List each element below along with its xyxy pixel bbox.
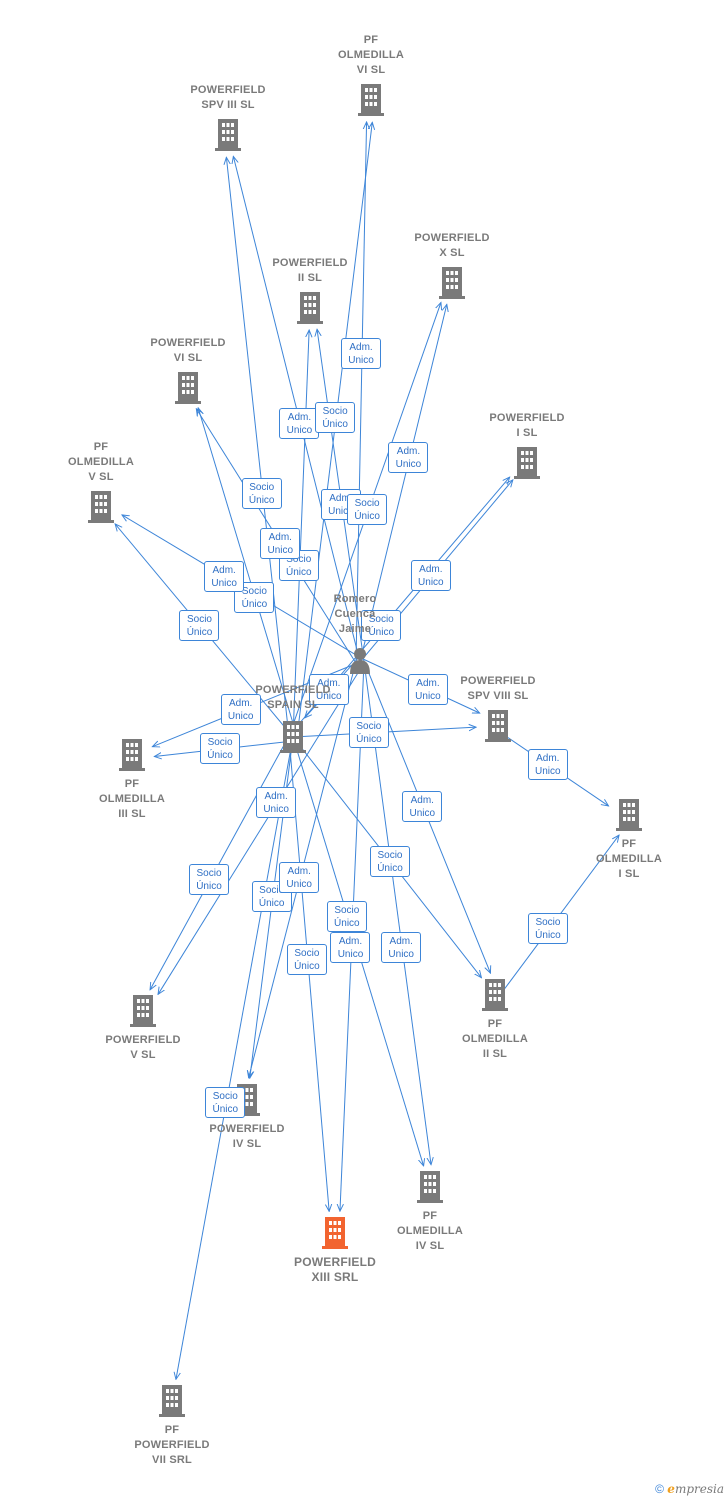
- node-label-pf1[interactable]: POWERFIELD I SL: [489, 412, 565, 439]
- node-label-olm5[interactable]: PF OLMEDILLA V SL: [68, 441, 134, 483]
- edge-label-person-pf10[interactable]: Adm. Unico: [388, 442, 429, 474]
- node-label-pf4[interactable]: POWERFIELD IV SL: [209, 1123, 285, 1150]
- building-icon-spain[interactable]: [280, 721, 306, 753]
- edge-label-spain-pf5[interactable]: Socio Único: [189, 864, 229, 896]
- edge-spain-pf2: [292, 330, 309, 738]
- edge-label-person-spv8[interactable]: Adm. Unico: [407, 673, 448, 705]
- node-label-person[interactable]: Romero Cuenca Jaime: [333, 593, 377, 635]
- node-label-olm4[interactable]: PF OLMEDILLA IV SL: [397, 1210, 463, 1252]
- edge-label-spain-olm4[interactable]: Socio Único: [326, 901, 367, 933]
- building-icon-olm4[interactable]: [417, 1171, 443, 1203]
- edge-spain-pf7: [176, 736, 294, 1379]
- node-label-spain[interactable]: POWERFIELD SPAIN SL: [255, 684, 331, 711]
- building-icon-olm1[interactable]: [616, 799, 642, 831]
- brand-footer: © empresia: [655, 1482, 724, 1496]
- building-icon-pf7[interactable]: [159, 1385, 185, 1417]
- node-label-pf10[interactable]: POWERFIELD X SL: [414, 232, 490, 259]
- edge-label-spain-pf13[interactable]: Socio Único: [286, 944, 327, 976]
- person-icon[interactable]: [350, 648, 370, 674]
- edge-label-spain-olm6[interactable]: Socio Único: [315, 401, 356, 433]
- node-label-pf5[interactable]: POWERFIELD V SL: [105, 1034, 181, 1061]
- building-icon-olm5[interactable]: [88, 491, 114, 523]
- node-label-olm1[interactable]: PF OLMEDILLA I SL: [596, 838, 662, 880]
- building-icon-olm3[interactable]: [119, 739, 145, 771]
- edge-label-spv8-olm1[interactable]: Adm. Unico: [527, 749, 568, 781]
- node-label-spv3[interactable]: POWERFIELD SPV III SL: [190, 84, 266, 111]
- node-label-spv8[interactable]: POWERFIELD SPV VIII SL: [460, 675, 536, 702]
- edge-label-person-spain[interactable]: Adm. Unico: [308, 673, 349, 705]
- edge-person-pf10: [359, 304, 447, 663]
- building-icon-pf13[interactable]: [322, 1217, 348, 1249]
- edge-label-person-pf4[interactable]: Adm. Unico: [279, 861, 320, 893]
- edge-spain-spv3: [226, 157, 290, 738]
- edge-label-person-olm2[interactable]: Adm. Unico: [402, 791, 443, 823]
- edge-label-person-olm6[interactable]: Adm. Unico: [341, 338, 382, 370]
- edge-label-spain-pf1[interactable]: Socio Único: [361, 610, 402, 642]
- building-icon-spv8[interactable]: [485, 710, 511, 742]
- node-label-olm6[interactable]: PF OLMEDILLA VI SL: [338, 34, 404, 76]
- edge-label-olm2-olm1[interactable]: Socio Único: [527, 913, 568, 945]
- edge-label-spain-pf7[interactable]: Socio Único: [205, 1087, 246, 1119]
- building-icon-olm2[interactable]: [482, 979, 508, 1011]
- edge-label-spain-spv3[interactable]: Socio Único: [241, 477, 282, 509]
- edge-label-person-olm5[interactable]: Adm. Unico: [204, 560, 245, 592]
- node-label-pf7[interactable]: PF POWERFIELD VII SRL: [134, 1424, 210, 1466]
- building-icon-pf6[interactable]: [175, 372, 201, 404]
- node-label-pf2[interactable]: POWERFIELD II SL: [272, 257, 348, 284]
- node-label-pf13[interactable]: POWERFIELD XIII SRL: [294, 1255, 376, 1284]
- edge-label-person-pf1[interactable]: Adm. Unico: [410, 560, 451, 592]
- edge-person-olm6: [355, 122, 367, 662]
- brand-logo-text: mpresia: [674, 1482, 724, 1496]
- copyright-icon: ©: [655, 1482, 664, 1496]
- edge-label-spain-olm5[interactable]: Socio Único: [179, 610, 220, 642]
- building-icon-olm6[interactable]: [358, 84, 384, 116]
- building-icon-pf10[interactable]: [439, 267, 465, 299]
- building-icon-spv3[interactable]: [215, 119, 241, 151]
- building-icon-pf1[interactable]: [514, 447, 540, 479]
- edge-label-person-olm4[interactable]: Adm. Unico: [381, 932, 422, 964]
- edge-label-person-pf5[interactable]: Adm. Unico: [256, 786, 297, 818]
- edge-label-person-pf6[interactable]: Adm. Unico: [260, 528, 301, 560]
- node-label-olm2[interactable]: PF OLMEDILLA II SL: [462, 1018, 528, 1060]
- edge-person-pf5: [158, 663, 364, 994]
- edge-label-person-olm3[interactable]: Adm. Unico: [220, 694, 261, 726]
- brand-logo-e: e: [667, 1482, 675, 1496]
- edge-label-spain-spv8[interactable]: Socio Único: [348, 716, 389, 748]
- building-icon-pf2[interactable]: [297, 292, 323, 324]
- edge-label-spain-olm2[interactable]: Socio Único: [369, 846, 410, 878]
- node-label-pf6[interactable]: POWERFIELD VI SL: [150, 337, 226, 364]
- edge-label-spain-olm3[interactable]: Socio Único: [200, 733, 241, 765]
- edge-label-person-spv3[interactable]: Adm. Unico: [279, 408, 320, 440]
- edge-label-spain-pf10[interactable]: Socio Único: [347, 494, 388, 526]
- edge-label-person-pf13[interactable]: Adm. Unico: [330, 931, 371, 963]
- edge-spain-pf5: [150, 734, 290, 990]
- node-label-olm3[interactable]: PF OLMEDILLA III SL: [99, 778, 165, 820]
- edge-spain-pf6: [198, 408, 298, 736]
- building-icon-pf5[interactable]: [130, 995, 156, 1027]
